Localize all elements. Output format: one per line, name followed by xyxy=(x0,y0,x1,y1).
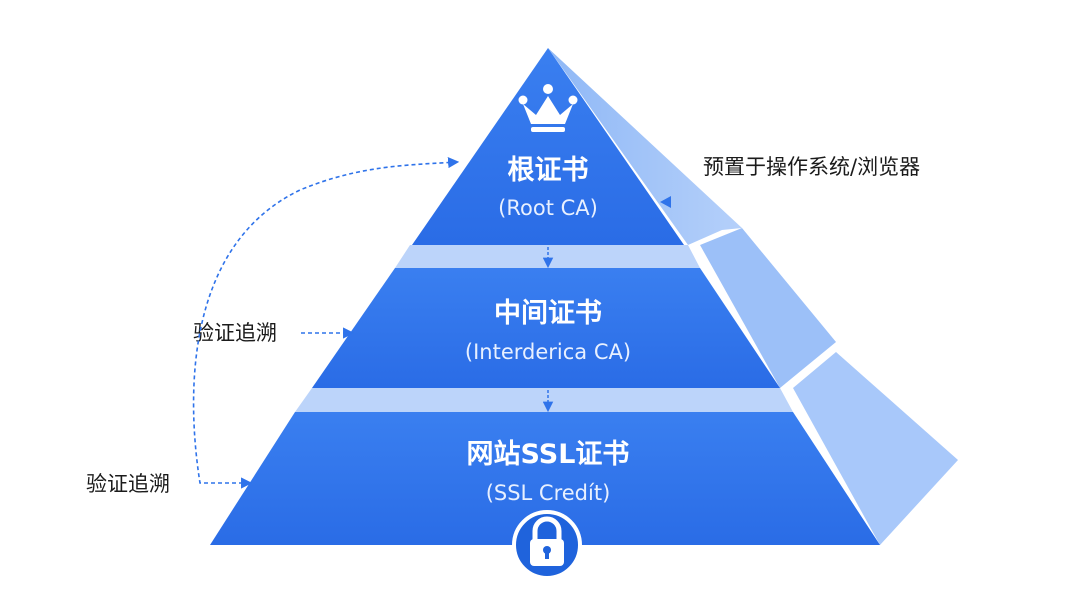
verify-trace-label-bottom: 验证追溯 xyxy=(86,472,170,496)
preinstalled-label: 预置于操作系统/浏览器 xyxy=(703,155,920,179)
verify-trace-label-middle: 验证追溯 xyxy=(193,321,277,345)
lock-icon xyxy=(512,510,582,580)
pyramid-front-top xyxy=(412,48,684,245)
root-ca-subtitle: (Root CA) xyxy=(498,196,598,220)
pyramid-right-face-top xyxy=(548,48,742,245)
intermediate-ca-subtitle: (Interderica CA) xyxy=(465,340,631,364)
preinstalled-arrowhead xyxy=(660,196,671,208)
ssl-cert-subtitle: (SSL Credít) xyxy=(486,481,611,505)
pyramid-right-face-middle xyxy=(700,228,836,388)
pyramid-ledge-lower xyxy=(295,388,793,412)
intermediate-ca-title: 中间证书 xyxy=(494,298,602,329)
pyramid-right-face-bottom xyxy=(793,352,958,545)
crown-icon xyxy=(518,84,578,132)
pyramid-ledge-upper xyxy=(395,245,700,268)
ssl-cert-title: 网站SSL证书 xyxy=(467,439,630,470)
verify-trace-curve xyxy=(192,156,460,489)
root-ca-title: 根证书 xyxy=(508,155,589,186)
